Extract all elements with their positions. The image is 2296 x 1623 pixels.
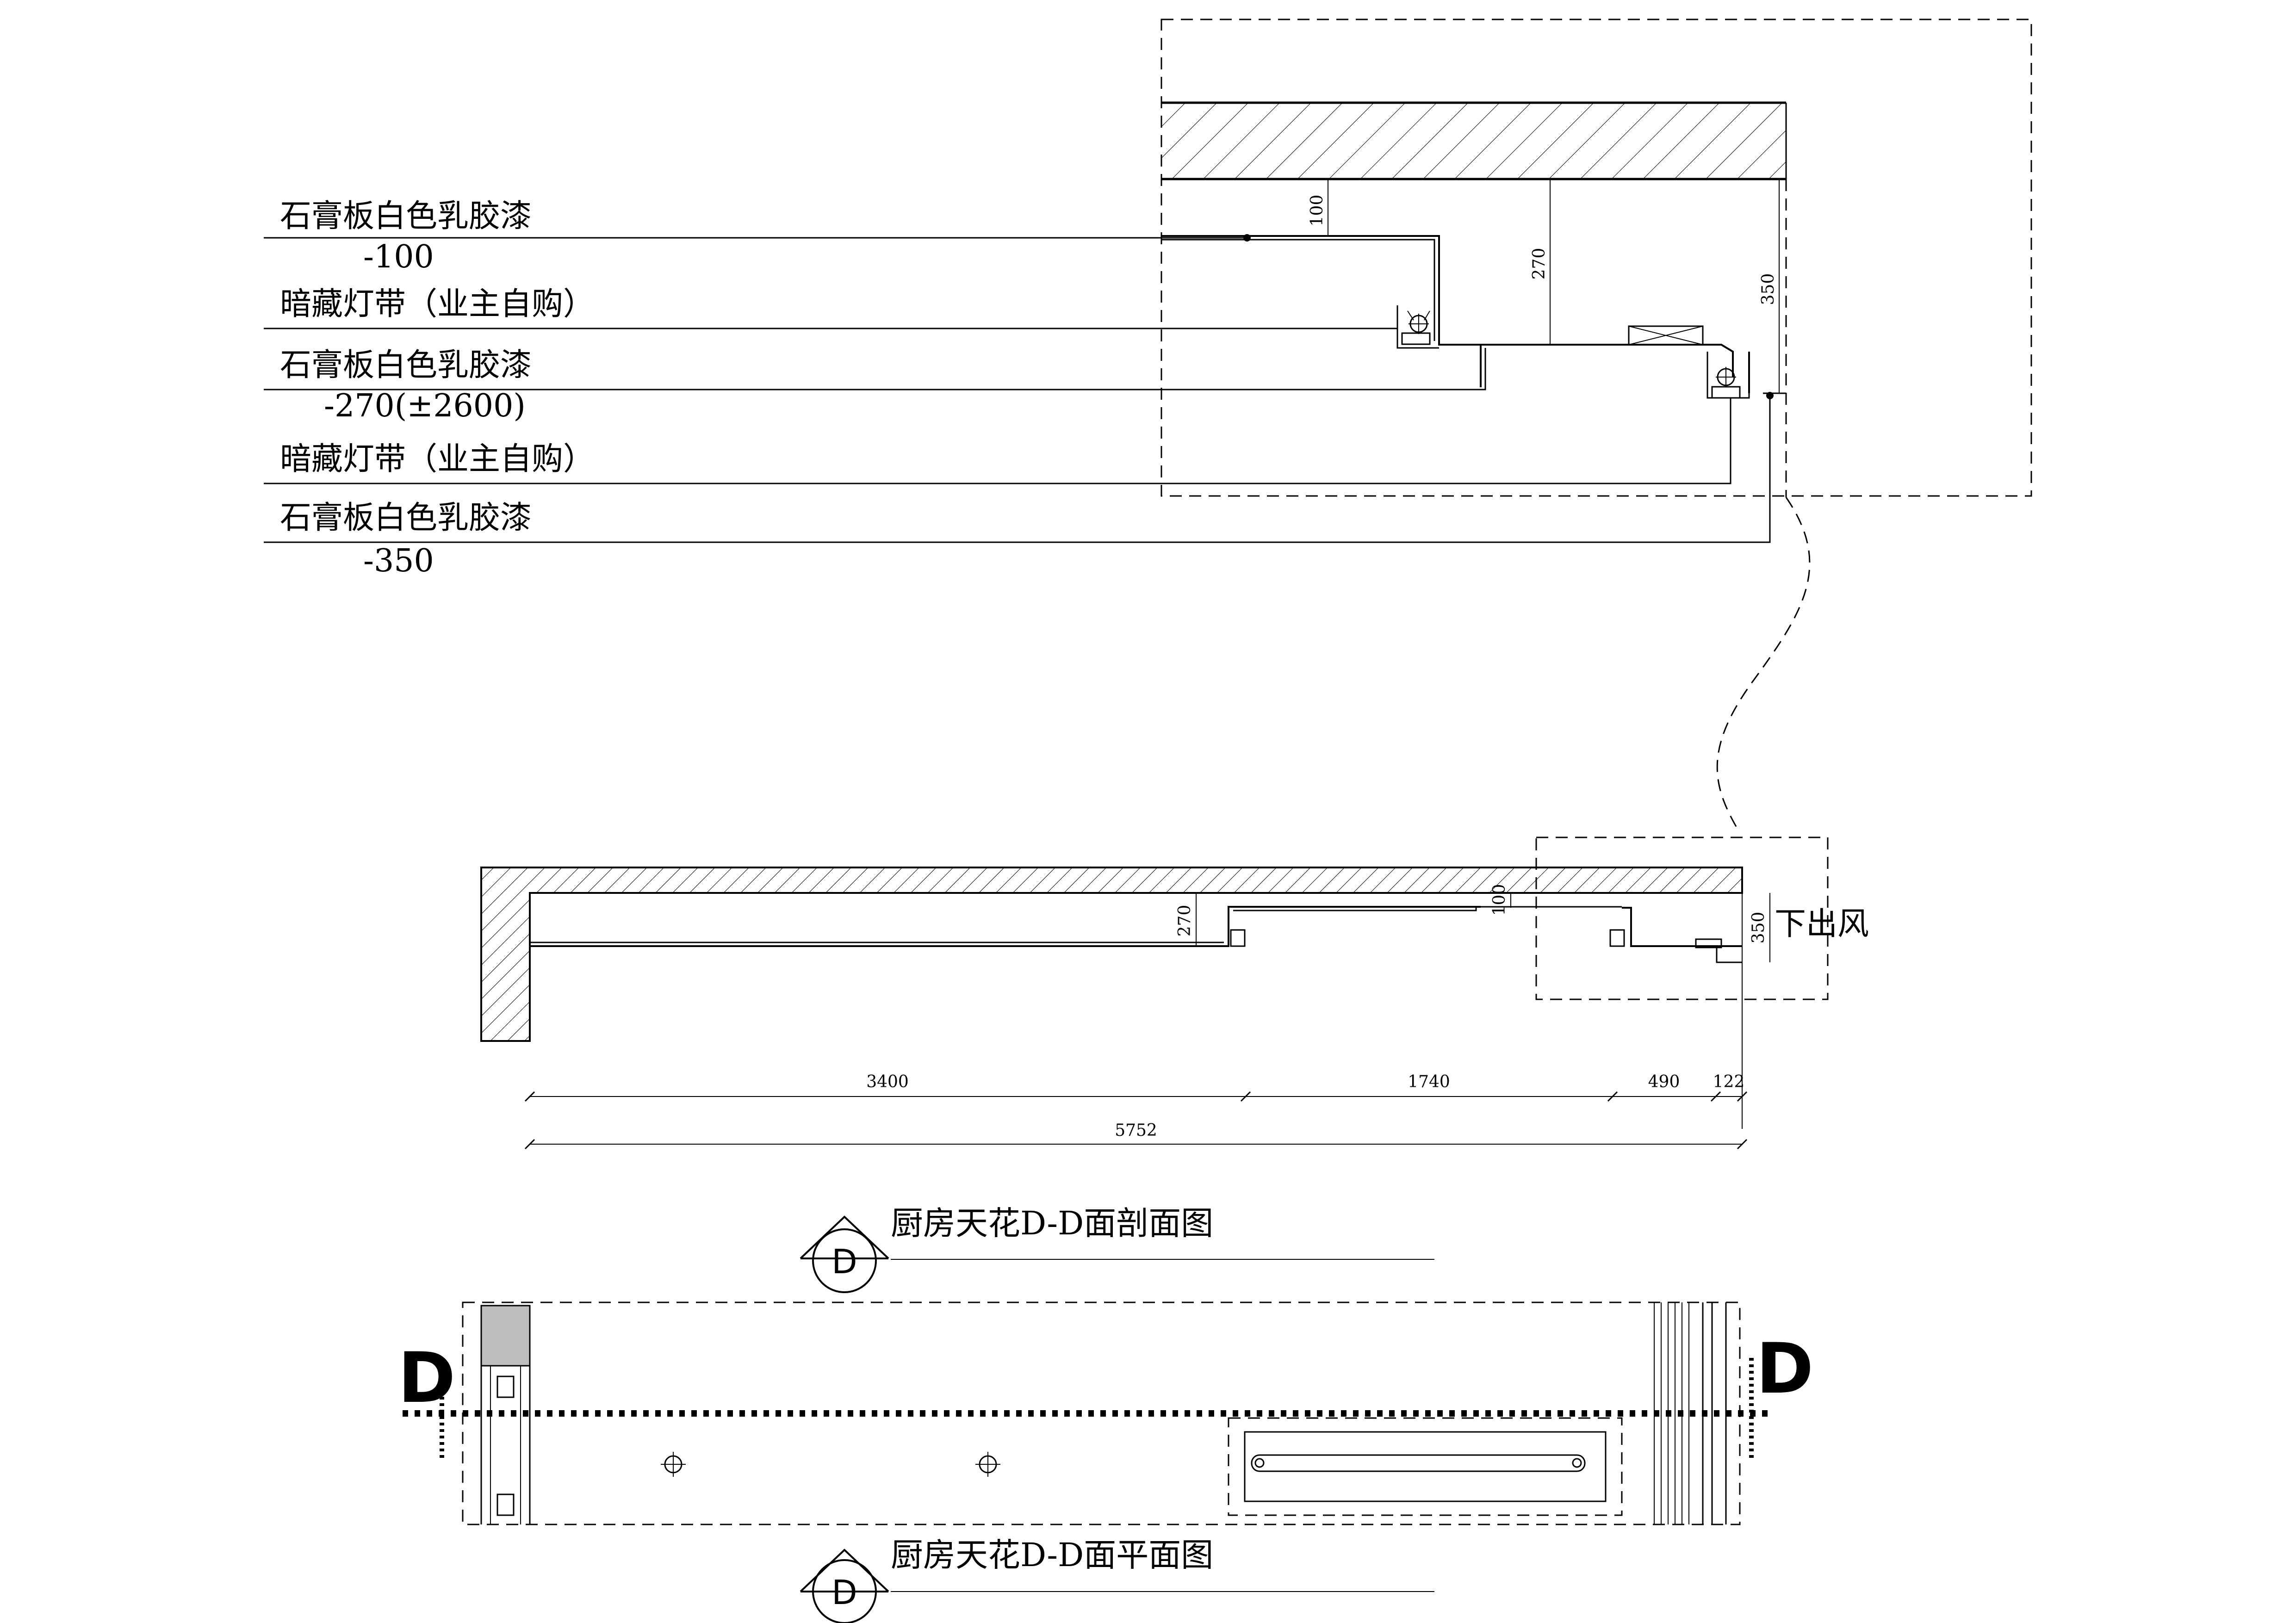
detail-enlargement: 100 270 350 xyxy=(1160,19,2032,497)
plan-view: D D xyxy=(398,1301,1814,1525)
annotation-label: 石膏板白色乳胶漆 xyxy=(280,198,532,235)
section-detail-frame xyxy=(1535,836,1829,1000)
linear-vent xyxy=(1244,1431,1607,1502)
annotation-leaders xyxy=(264,237,1771,543)
svg-text:D: D xyxy=(832,1242,857,1281)
plan-title: 厨房天花D-D面平面图 xyxy=(891,1536,1213,1574)
plan-title-block: D 厨房天花D-D面平面图 xyxy=(800,1536,1434,1623)
section-dim-270: 270 xyxy=(1175,905,1194,937)
downlight-icon xyxy=(975,1452,1000,1477)
light-strip-icon xyxy=(1706,352,1750,399)
annotation-level: -350 xyxy=(363,543,434,579)
vent-box-icon xyxy=(1628,325,1704,346)
chain-dim: 122 xyxy=(1713,1072,1745,1091)
section-cut-label-left: D xyxy=(398,1338,456,1419)
chain-dim: 490 xyxy=(1648,1072,1680,1091)
plan-column xyxy=(480,1305,531,1367)
detail-frame xyxy=(1160,19,2032,497)
section-title-block: D 厨房天花D-D面剖面图 xyxy=(800,1204,1434,1293)
detail-dim-270: 270 xyxy=(1530,248,1549,280)
svg-text:D: D xyxy=(832,1573,857,1612)
detail-slab-hatch xyxy=(1161,103,1786,179)
section-title: 厨房天花D-D面剖面图 xyxy=(891,1204,1213,1242)
chain-dim: 3400 xyxy=(866,1072,909,1091)
section-cut-label-right: D xyxy=(1756,1329,1814,1409)
plan-vent-frame xyxy=(1228,1417,1623,1516)
plan-bubble-icon: D xyxy=(800,1549,889,1623)
chain-dim: 1740 xyxy=(1408,1072,1450,1091)
annotation-label: 暗藏灯带（业主自购） xyxy=(280,286,595,322)
annotation-label: 石膏板白色乳胶漆 xyxy=(280,500,532,536)
section-slab xyxy=(480,867,1743,1042)
total-dim: 5752 xyxy=(1115,1121,1157,1140)
annotation-level: -100 xyxy=(363,239,434,275)
detail-dim-100: 100 xyxy=(1308,195,1327,227)
light-strip-icon xyxy=(1396,305,1439,349)
section-dim-350: 350 xyxy=(1749,912,1768,944)
section-dim-100: 100 xyxy=(1490,884,1509,916)
annotation-texts: 石膏板白色乳胶漆 -100 暗藏灯带（业主自购） 石膏板白色乳胶漆 -270(±… xyxy=(280,198,595,579)
section-bubble-icon: D xyxy=(800,1215,889,1293)
annotation-level: -270(±2600) xyxy=(324,388,526,424)
section-view: 270 100 350 下出风 3400 1740 490 122 5752 xyxy=(480,836,1869,1150)
annotation-label: 石膏板白色乳胶漆 xyxy=(280,347,532,384)
annotation-label: 暗藏灯带（业主自购） xyxy=(280,441,595,477)
downlight-icon xyxy=(661,1452,686,1477)
detail-dim-350: 350 xyxy=(1759,273,1778,305)
detail-callout-curve xyxy=(1716,497,1811,833)
vent-label: 下出风 xyxy=(1775,906,1869,942)
